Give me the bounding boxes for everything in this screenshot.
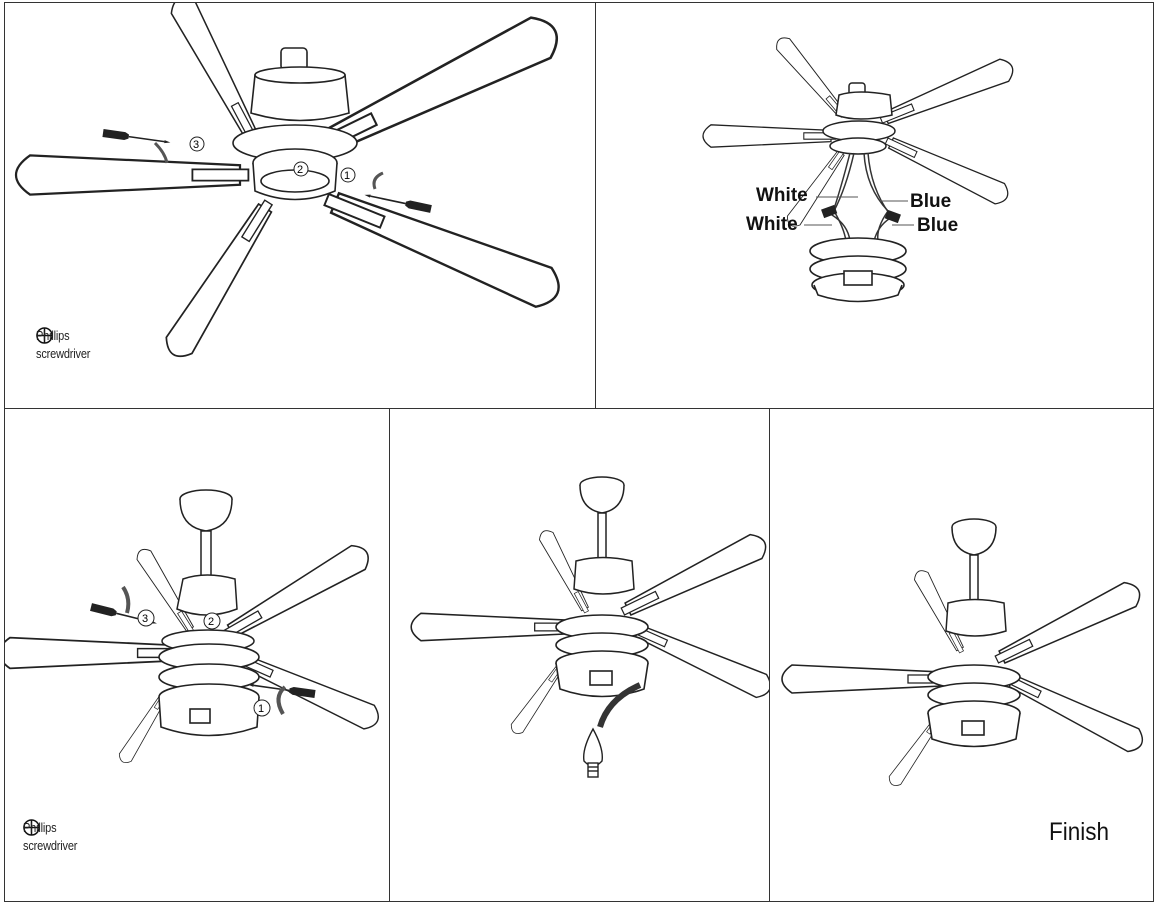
- svg-text:3: 3: [193, 139, 199, 151]
- step-marker-1: 1: [253, 699, 271, 717]
- fan-blade: [317, 178, 567, 314]
- tool-callout: Phillips screwdriver: [36, 327, 98, 363]
- rotate-arrow-icon: [121, 585, 131, 614]
- fan-blade: [14, 154, 250, 196]
- wire-connector: [821, 204, 838, 219]
- light-kit-install-illustration: 3 2 1: [5, 489, 384, 766]
- wiring-illustration: [702, 33, 1018, 303]
- rotate-arrow-icon: [153, 141, 169, 164]
- tool-name: Phillips: [23, 821, 57, 835]
- motor-housing: [822, 82, 896, 155]
- wire-label-white: White: [746, 214, 798, 235]
- light-kit-cage: [158, 643, 260, 737]
- phillips-screwdriver-icon: [36, 327, 53, 344]
- screwdriver-icon: [101, 128, 172, 148]
- svg-text:2: 2: [297, 164, 303, 176]
- fan-blade: [166, 3, 266, 146]
- tool-name: Phillips: [36, 329, 70, 343]
- svg-text:1: 1: [258, 703, 264, 715]
- light-bulb-icon: [583, 727, 603, 778]
- wire-label-blue: Blue: [917, 215, 959, 236]
- phillips-screwdriver-icon: [23, 819, 40, 836]
- rotate-arrow-icon: [372, 171, 384, 190]
- finish-label: Finish: [1049, 818, 1110, 846]
- tool-name: screwdriver: [23, 839, 78, 853]
- fan-blade: [410, 612, 575, 642]
- step-marker-2: 2: [203, 612, 221, 630]
- svg-text:1: 1: [344, 170, 350, 182]
- svg-text:3: 3: [142, 613, 148, 625]
- svg-text:2: 2: [208, 616, 214, 628]
- fan-blade: [1000, 666, 1148, 757]
- step-panel-4: [389, 408, 772, 902]
- fan-blade: [702, 124, 837, 148]
- fan-blade: [990, 577, 1146, 673]
- ceiling-canopy: [179, 489, 233, 580]
- wire-connector: [884, 209, 901, 224]
- tool-callout: Phillips screwdriver: [23, 819, 85, 855]
- tool-name: screwdriver: [36, 347, 91, 361]
- wire-label-white: White: [756, 185, 808, 206]
- motor-housing: [945, 598, 1007, 637]
- step-panel-5: Finish: [769, 408, 1154, 902]
- step-marker-1: 1: [340, 167, 356, 183]
- light-kit-cage: [809, 237, 907, 303]
- finished-fan-illustration: [781, 518, 1148, 789]
- fan-blade: [5, 636, 183, 670]
- step-panel-1: 3 2 1 Phillips screwdriver: [4, 2, 597, 410]
- bulb-install-illustration: [410, 476, 772, 778]
- motor-housing: [232, 47, 358, 201]
- step-panel-3: 3 2 1 Phillips screwdriver: [4, 408, 391, 902]
- light-kit-cage: [555, 614, 649, 698]
- step-marker-3: 3: [137, 609, 155, 627]
- step-marker-3: 3: [189, 136, 205, 152]
- step-panel-2: White White Blue Blue: [595, 2, 1154, 410]
- light-kit-cage: [927, 664, 1021, 748]
- fan-blade: [159, 193, 283, 364]
- fan-blade: [876, 55, 1018, 132]
- fan-blade: [781, 664, 949, 694]
- fan-blade-removal-illustration: 3 2 1: [14, 3, 567, 364]
- fan-blade: [218, 539, 375, 647]
- fan-blade: [616, 529, 772, 625]
- fan-blade: [627, 616, 772, 702]
- motor-housing: [573, 556, 635, 595]
- step-marker-2: 2: [293, 161, 309, 177]
- wire-label-blue: Blue: [910, 191, 952, 212]
- ceiling-canopy: [579, 476, 625, 560]
- rotate-arrow-icon: [276, 685, 287, 716]
- ceiling-canopy: [951, 518, 997, 602]
- rotate-arrow-icon: [597, 682, 642, 728]
